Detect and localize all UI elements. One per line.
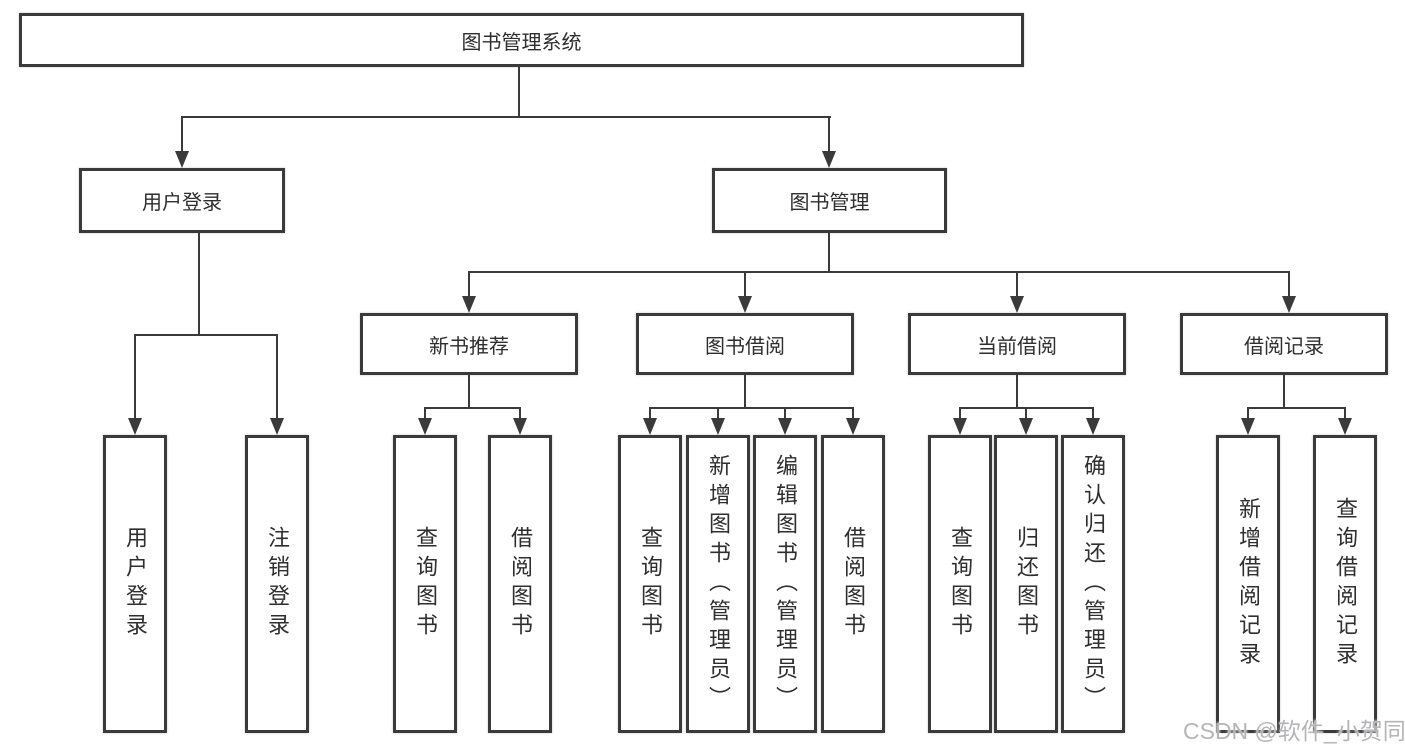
leaf-edit-books-admin: 编辑图书（管理员） [753, 435, 817, 733]
connector-book-borrow-leaf4-drop [852, 407, 854, 421]
connector-current-borrow-stem [1016, 375, 1018, 409]
node-book-mgmt: 图书管理 [712, 168, 947, 233]
arrowhead-user-login [175, 151, 189, 168]
arrowhead-current-borrow-leaf3 [1086, 418, 1100, 435]
watermark: CSDN @软件_小贺同学 [1183, 718, 1405, 744]
node-current-borrow: 当前借阅 [908, 313, 1126, 375]
arrowhead-login-child2 [270, 418, 284, 435]
connector-current-borrow-leaf1-drop [959, 407, 961, 421]
arrowhead-book-borrow-leaf1 [643, 418, 657, 435]
leaf-query-books-current: 查询图书 [928, 435, 992, 733]
leaf-borrow-books-new: 借阅图书 [488, 435, 552, 733]
leaf-query-borrow-record: 查询借阅记录 [1313, 435, 1377, 733]
leaf-user-login: 用户登录 [103, 435, 167, 733]
arrowhead-book-mgmt [822, 151, 836, 168]
connector-login-child1-drop [134, 334, 136, 422]
connector-login-stem [198, 233, 200, 336]
connector-mgmt-stem [828, 233, 830, 273]
arrowhead-borrow-records [1282, 296, 1296, 313]
node-book-borrow: 图书借阅 [636, 313, 854, 375]
node-user-login: 用户登录 [79, 168, 285, 233]
connector-book-borrow-leaf1-drop [649, 407, 651, 421]
leaf-confirm-return-admin: 确认归还（管理员） [1061, 435, 1125, 733]
arrowhead-new-books [462, 296, 476, 313]
leaf-add-borrow-record: 新增借阅记录 [1216, 435, 1280, 733]
connector-new-books-split [424, 407, 521, 409]
leaf-query-books-new: 查询图书 [393, 435, 457, 733]
connector-borrow-records-split [1247, 407, 1346, 409]
connector-current-borrow-leaf3-drop [1092, 407, 1094, 421]
connector-login-child2-drop [276, 334, 278, 422]
connector-book-borrow-drop [744, 271, 746, 299]
connector-new-books-leaf2-drop [519, 407, 521, 421]
arrowhead-book-borrow-leaf4 [846, 418, 860, 435]
connector-book-borrow-stem [744, 375, 746, 409]
arrowhead-book-borrow [738, 296, 752, 313]
arrowhead-new-books-leaf1 [418, 418, 432, 435]
connector-borrow-records-stem [1283, 375, 1285, 409]
connector-book-mgmt-drop [828, 116, 830, 154]
arrowhead-book-borrow-leaf3 [778, 418, 792, 435]
leaf-add-books-admin: 新增图书（管理员） [686, 435, 750, 733]
connector-root-stem [518, 67, 520, 117]
connector-borrow-records-drop [1288, 271, 1290, 299]
leaf-borrow-books: 借阅图书 [821, 435, 885, 733]
arrowhead-borrow-records-leaf2 [1338, 418, 1352, 435]
connector-level1-split [181, 116, 831, 118]
leaf-query-books-borrow: 查询图书 [618, 435, 682, 733]
arrowhead-login-child1 [128, 418, 142, 435]
connector-new-books-stem [468, 375, 470, 409]
connector-current-borrow-leaf2-drop [1025, 407, 1027, 421]
connector-user-login-drop [181, 116, 183, 154]
leaf-return-books: 归还图书 [994, 435, 1058, 733]
arrowhead-current-borrow-leaf1 [953, 418, 967, 435]
arrowhead-new-books-leaf2 [513, 418, 527, 435]
connector-borrow-records-leaf1-drop [1247, 407, 1249, 421]
arrowhead-current-borrow-leaf2 [1019, 418, 1033, 435]
connector-book-borrow-split [649, 407, 854, 409]
node-borrow-records: 借阅记录 [1180, 313, 1388, 375]
connector-login-split [134, 334, 278, 336]
connector-new-books-leaf1-drop [424, 407, 426, 421]
arrowhead-current-borrow [1010, 296, 1024, 313]
node-new-books: 新书推荐 [360, 313, 578, 375]
arrowhead-borrow-records-leaf1 [1241, 418, 1255, 435]
connector-new-books-drop [468, 271, 470, 299]
connector-book-borrow-leaf3-drop [784, 407, 786, 421]
arrowhead-book-borrow-leaf2 [711, 418, 725, 435]
connector-borrow-records-leaf2-drop [1344, 407, 1346, 421]
connector-current-borrow-drop [1016, 271, 1018, 299]
node-root: 图书管理系统 [19, 13, 1024, 67]
connector-book-borrow-leaf2-drop [717, 407, 719, 421]
leaf-logout: 注销登录 [245, 435, 309, 733]
connector-mgmt-split [468, 271, 1290, 273]
